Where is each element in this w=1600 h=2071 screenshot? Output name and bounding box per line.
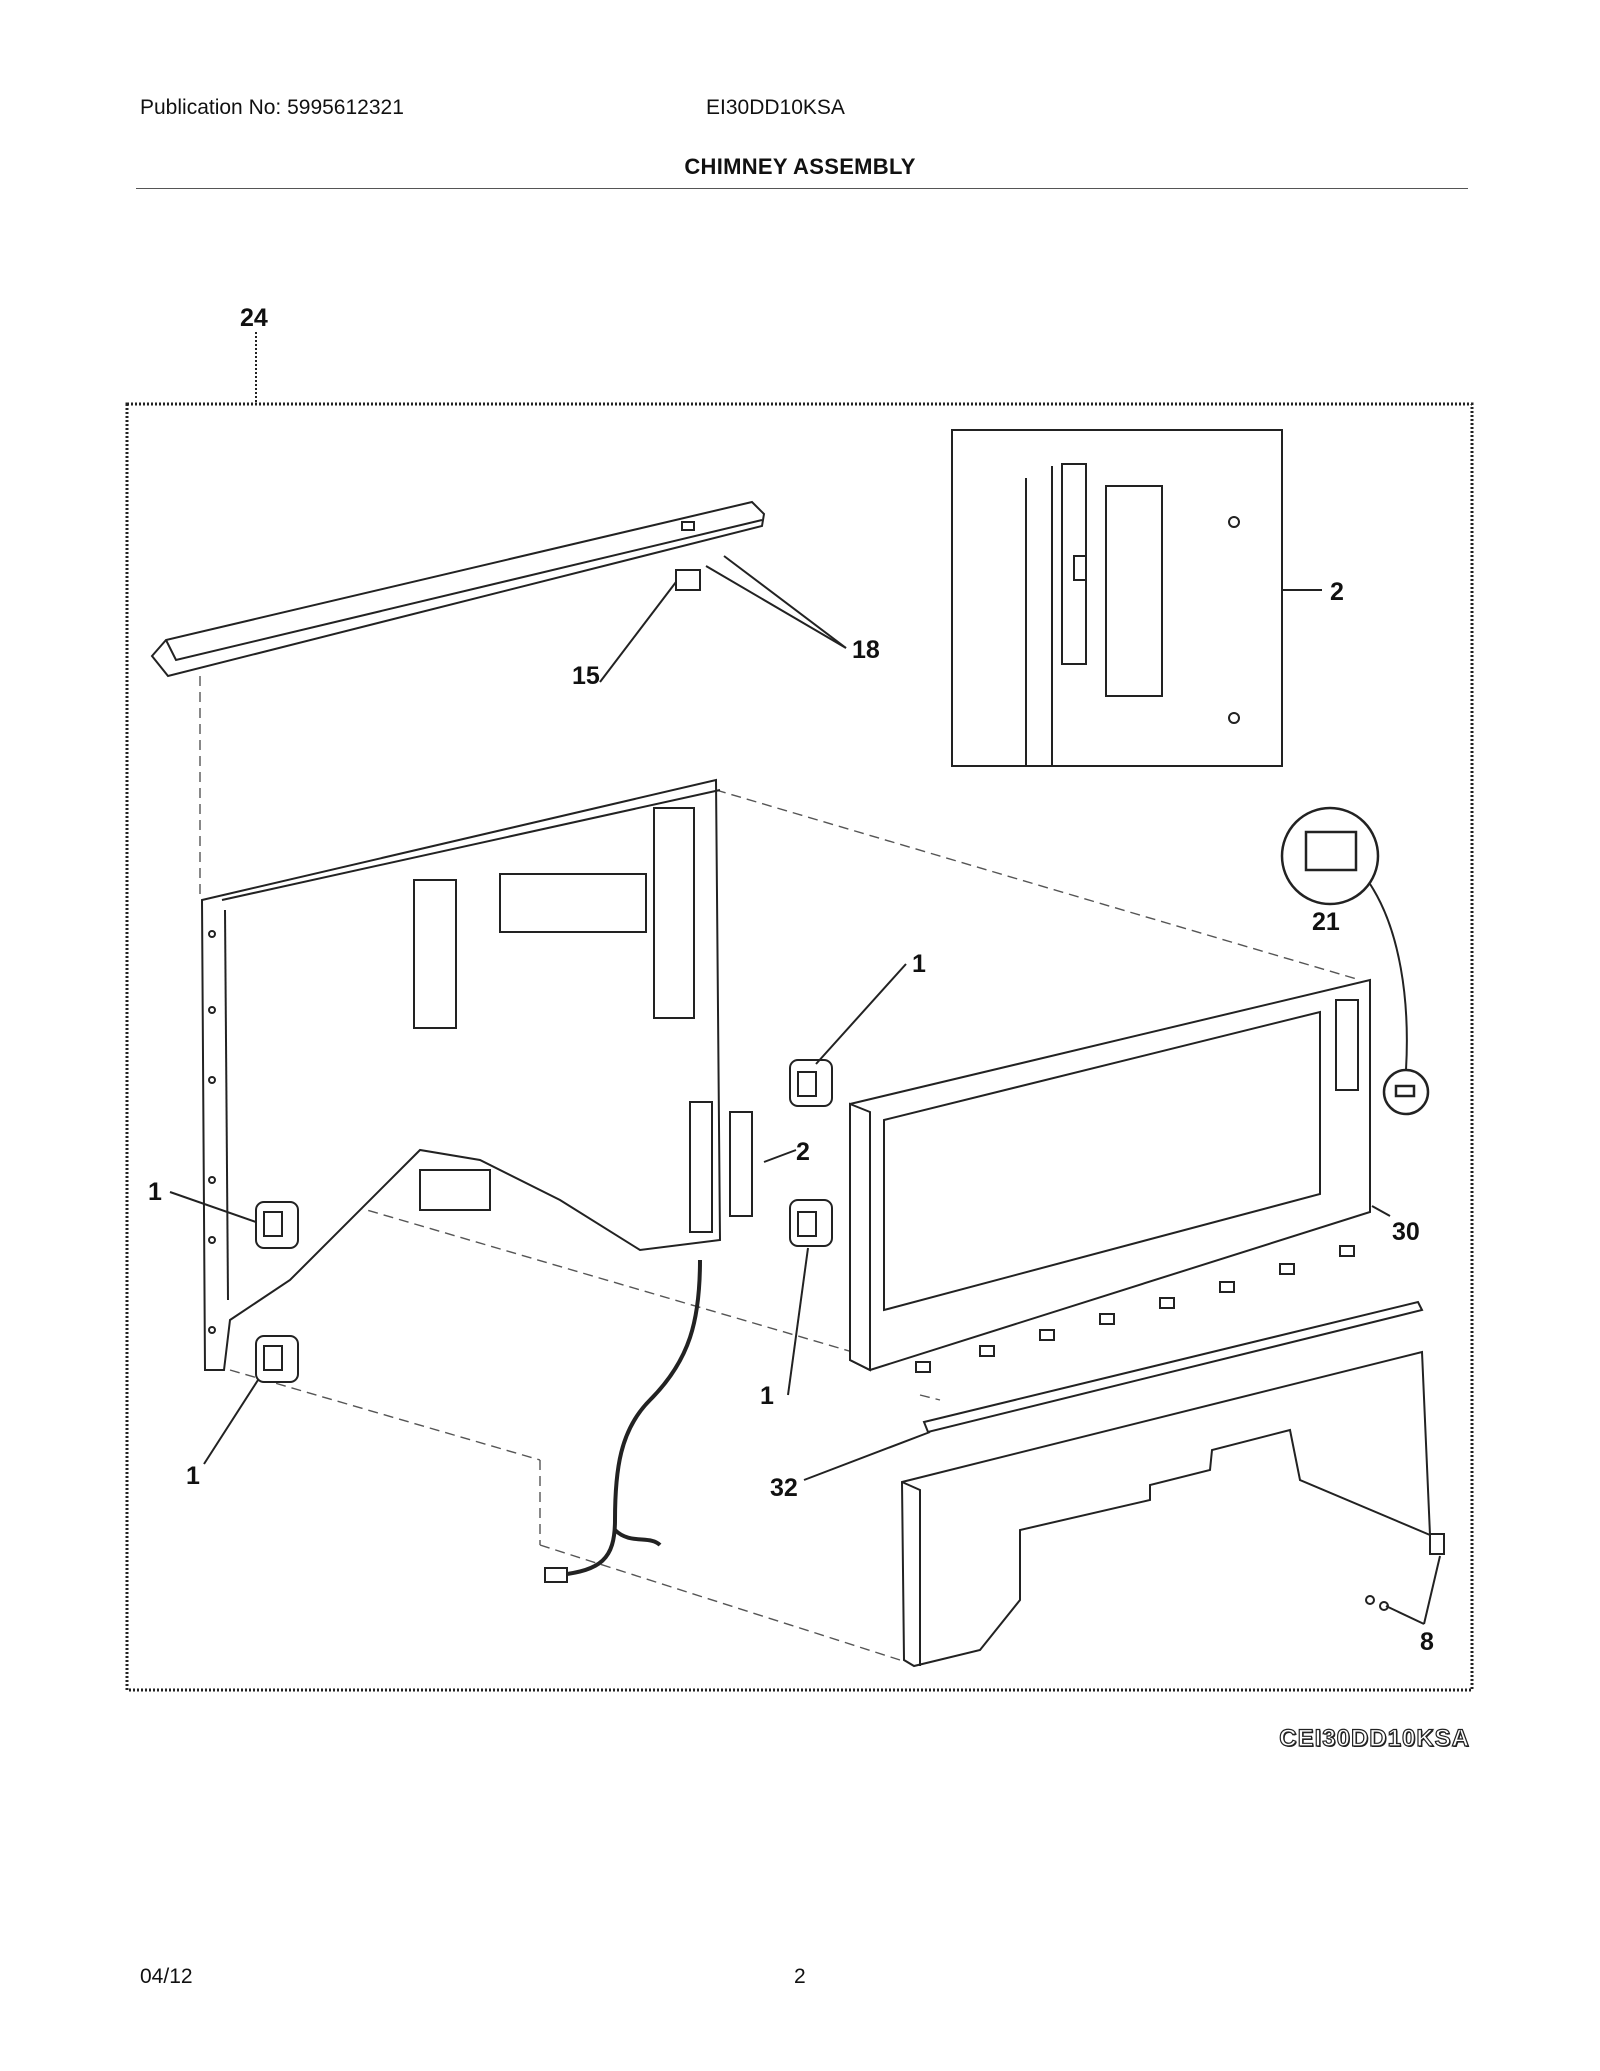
leader-21-link [1369,883,1408,1071]
connector-detail-circle [1280,806,1430,1116]
publication-number: Publication No: 5995612321 [140,96,404,119]
chimney-back-frame [200,778,722,1371]
screws [1365,1595,1389,1611]
wiring-harness [544,1101,713,1583]
callout-30: 30 [1392,1218,1420,1246]
assembly-frame [125,402,1474,1692]
callout-2-bracket: 2 [796,1138,810,1166]
lower-trim-base [900,1350,1445,1668]
detail-inset [951,429,1283,767]
header-divider [136,188,1468,189]
callout-21: 21 [1312,908,1340,936]
callout-24: 24 [240,304,268,332]
callout-2-inset: 2 [1330,578,1344,606]
callout-1-left: 1 [148,1178,162,1206]
leader-lines [169,555,1441,1625]
revision-date: 04/12 [140,1965,193,1988]
diagram-code: CEI30DD10KSA [1279,1724,1470,1752]
front-control-panel [849,978,1371,1373]
callout-1-upper-right: 1 [912,950,926,978]
page-title: CHIMNEY ASSEMBLY [684,154,916,179]
support-strip [922,1300,1424,1434]
callout-32: 32 [770,1474,798,1502]
hinge-bracket [255,1059,833,1383]
callout-15: 15 [572,662,600,690]
callout-1-lower-left: 1 [186,1462,200,1490]
callout-8: 8 [1420,1628,1434,1656]
page-number: 2 [794,1965,806,1988]
callout-1-lower-right: 1 [760,1382,774,1410]
model-number: EI30DD10KSA [706,96,845,119]
latch-bracket [729,1111,753,1217]
top-trim-bar [150,500,766,678]
callout-18: 18 [852,636,880,664]
